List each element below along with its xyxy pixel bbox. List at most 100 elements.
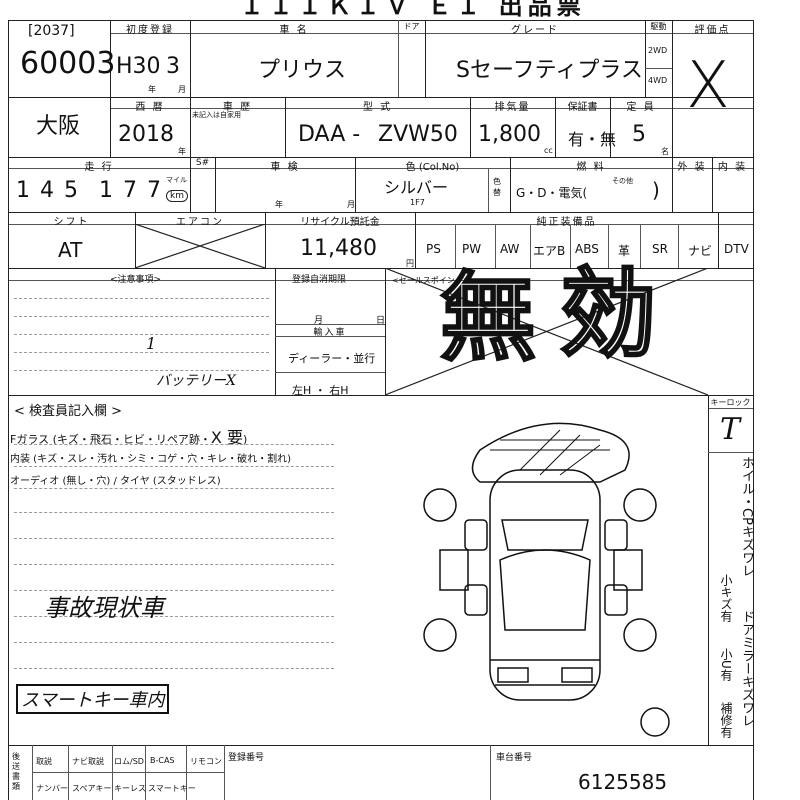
km-unit: km (166, 190, 188, 202)
color-code: 1F7 (410, 198, 425, 207)
door-label: ドア (403, 22, 420, 31)
mileage-digit: 1 (16, 178, 40, 203)
glass-close: ) (242, 433, 248, 446)
handwritten-smart-key: スマートキー車内 (16, 684, 170, 714)
month-unit: 月 (178, 85, 186, 94)
equip-aw: AW (500, 242, 520, 256)
displacement-value: 1,800 (478, 122, 541, 147)
chassis-number-label: 車台番号 (496, 753, 533, 763)
invalid-cross (385, 268, 708, 395)
expiry-month-unit: 月 (314, 316, 324, 326)
doc-manual: 取説 (36, 757, 52, 766)
car-diagram (423, 422, 670, 737)
key-lock-value: T (720, 412, 741, 447)
lot-bracket: [2037] (28, 23, 75, 39)
sales-point-label: <セールスポイント> (392, 276, 470, 285)
doc-bcas: B-CAS (150, 756, 175, 765)
year-western: 2018 (118, 122, 174, 147)
shaken-year-unit: 年 (275, 200, 283, 209)
chassis-number: 6125585 (578, 770, 668, 794)
car-name: プリウス (258, 58, 347, 83)
doc-remote: リモコン (190, 757, 222, 766)
person-unit: 名 (661, 147, 669, 156)
recycle-label: リサイクル預託金 (300, 217, 380, 228)
color-value: シルバー (384, 178, 449, 197)
score-label: 評価点 (694, 25, 731, 36)
model-label: 型 式 (362, 102, 393, 113)
equip-navi: ナビ (688, 244, 713, 258)
cc-unit: cc (544, 146, 553, 155)
unregistered-note: 未記入は自家用 (192, 111, 241, 119)
capacity-label: 定 員 (626, 102, 656, 113)
drive-2wd: 2WD (648, 46, 668, 55)
mileage-label: 走 行 (84, 162, 114, 173)
mileage-digit: 7 (123, 178, 147, 203)
yen-unit: 円 (406, 259, 414, 268)
fuel-label: 燃 料 (576, 162, 606, 173)
warranty-label: 保証書 (567, 102, 598, 113)
side-note-small-u: 小U有 (719, 648, 733, 681)
mileage-digit: 5 (64, 178, 88, 203)
history-label: 車 歴 (222, 102, 253, 113)
equip-sr: SR (652, 242, 668, 256)
handwritten-battery: バッテリーX (156, 373, 236, 389)
exterior-label: 外 装 (677, 162, 707, 173)
shift-value: AT (58, 238, 83, 262)
sheet-title: ＩＩＩＫＩＶ ＥＩ 出品票 (240, 0, 586, 20)
mileage-digit: 4 (40, 178, 64, 203)
equip-leather: 革 (618, 244, 631, 258)
first-reg-month: 3 (166, 54, 180, 79)
drive-4wd: 4WD (648, 76, 668, 85)
color-label: 色 (Col.No) (405, 162, 460, 173)
shaken-month-unit: 月 (347, 200, 355, 209)
grade-label: グレード (511, 25, 559, 36)
doc-number: ナンバー (36, 784, 68, 793)
handwritten-one: 1 (146, 334, 157, 353)
car-name-label: 車 名 (279, 25, 309, 36)
shaken-label: 車 検 (270, 162, 300, 173)
drive-label: 駆動 (650, 22, 667, 31)
reg-expiry-label: 登録自消期限 (292, 275, 347, 285)
audio-line: オーディオ (無し・穴) / タイヤ (スタッドレス) (10, 476, 221, 487)
inspector-label: < 検査員記入欄 > (14, 404, 123, 419)
s-no-label: S# (195, 158, 210, 168)
import-handle: 左H ・ 右H (292, 384, 349, 397)
car-roof-damage-outline (471, 422, 630, 483)
key-lock-label: キーロック (710, 398, 751, 407)
warranty-value: 有・無 (568, 130, 617, 149)
year-unit-2: 年 (178, 147, 186, 156)
fuel-other: その他 (612, 177, 633, 185)
capacity-value: 5 (632, 122, 646, 147)
mileage-value: 145 177 (16, 178, 171, 203)
equip-abs: ABS (575, 242, 599, 256)
model-value: ZVW50 (378, 122, 458, 147)
lot-number: 60003 (20, 46, 116, 81)
aircon-label: エアコン (176, 217, 224, 228)
side-note-repaired: 補修有 (719, 702, 733, 738)
first-reg-era: H30 (116, 54, 161, 79)
mile-unit: マイル (166, 176, 187, 184)
reg-number-label: 登録番号 (228, 753, 265, 763)
glass-text: Fガラス (キズ・飛石・ヒビ・リペア跡・ (10, 433, 211, 446)
fuel-close: ) (652, 178, 660, 202)
region: 大阪 (36, 114, 81, 139)
docs-label: 後送書類 (12, 752, 20, 791)
invalid-stamp-1: 無 (439, 261, 538, 376)
displacement-label: 排気量 (494, 102, 531, 113)
doc-rom-sd: ロム/SD (114, 757, 144, 766)
grade-value: Sセーフティプラス (456, 58, 643, 83)
mileage-digit: 1 (99, 178, 123, 203)
glass-mark: X 要 (210, 428, 243, 447)
side-note-door-mirror: ドアミラーキズワレ (739, 610, 754, 727)
mileage-digit: 7 (147, 178, 171, 203)
doc-keyless: キーレス (114, 784, 146, 793)
doc-navi-manual: ナビ取説 (72, 757, 104, 766)
glass-line: Fガラス (キズ・飛石・ヒビ・リペア跡・X 要) (10, 424, 247, 448)
equip-airbag: エアB (533, 244, 566, 258)
interior-label: 内 装 (717, 162, 748, 173)
expiry-day-unit: 日 (376, 316, 386, 326)
model-prefix: DAA - (298, 122, 361, 147)
import-label: 輸入車 (313, 328, 347, 338)
year-unit: 年 (148, 85, 156, 94)
